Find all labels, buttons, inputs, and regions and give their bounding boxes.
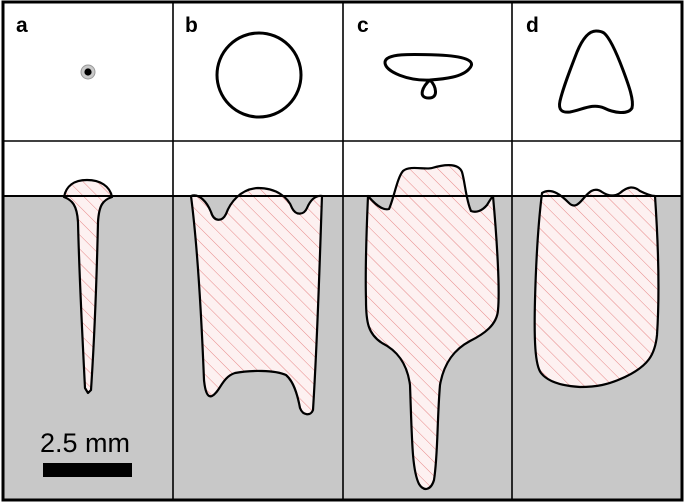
panel-d: d (526, 14, 660, 389)
panel-a-label: a (16, 14, 28, 37)
panel-d-label: d (526, 14, 539, 37)
panel-b-beam-profile-icon (215, 31, 303, 119)
panel-c-label: c (357, 14, 369, 37)
panel-c: c (357, 14, 500, 490)
panel-c-beam-profile-icon (383, 52, 473, 100)
panel-b: b (185, 14, 324, 416)
panel-c-melt-pool (364, 164, 500, 490)
panel-b-melt-pool (189, 186, 324, 416)
panel-b-label: b (185, 14, 198, 37)
scale-bar: 2.5 mm (40, 428, 132, 477)
scale-bar-label: 2.5 mm (40, 428, 130, 458)
panel-d-beam-profile-icon (558, 29, 634, 114)
scale-bar-line (43, 463, 132, 477)
panel-a-beam-profile-icon (80, 64, 96, 80)
panel-d-melt-pool (533, 186, 660, 389)
panel-a: a (16, 14, 114, 395)
panel-a-melt-pool (62, 178, 114, 395)
